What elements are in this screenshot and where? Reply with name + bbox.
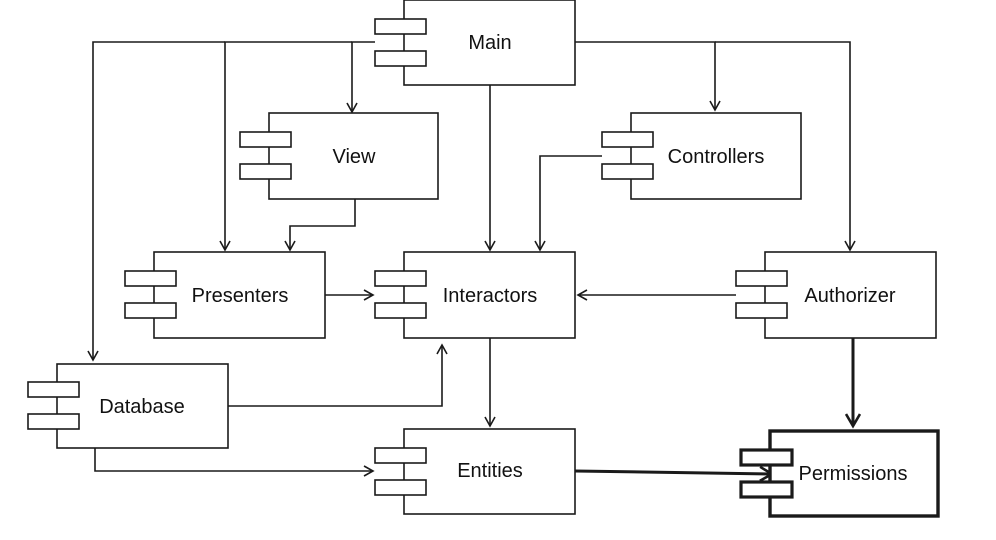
component-controllers: Controllers (601, 112, 802, 200)
edge-database-interactors (228, 343, 448, 407)
component-tab-icon (374, 447, 427, 464)
edge-entities-permissions (574, 471, 772, 474)
component-interactors: Interactors (374, 251, 576, 339)
component-tab-icon (735, 270, 788, 287)
component-tab-icon (239, 131, 292, 148)
component-label-view: View (333, 146, 377, 168)
component-view: View (239, 112, 439, 200)
component-tab-icon (374, 270, 427, 287)
edge-main-database (87, 41, 225, 362)
component-tab-icon (27, 381, 80, 398)
component-label-main: Main (468, 32, 511, 54)
edge-controllers-interactors (534, 155, 602, 252)
component-tab-icon (124, 270, 177, 287)
edge-main-controllers (575, 41, 721, 112)
component-label-presenters: Presenters (192, 285, 289, 307)
component-label-database: Database (99, 396, 185, 418)
component-tab-icon (374, 50, 427, 67)
component-entities: Entities (374, 428, 576, 515)
component-presenters: Presenters (124, 251, 326, 339)
dependency-edges (87, 41, 856, 477)
component-main: Main (374, 0, 576, 86)
component-label-permissions: Permissions (799, 463, 908, 485)
component-tab-icon (601, 163, 654, 180)
component-permissions: Permissions (739, 429, 940, 518)
component-authorizer: Authorizer (735, 251, 937, 339)
component-tab-icon (27, 413, 80, 430)
component-tab-icon (374, 302, 427, 319)
edge-database-entities (94, 448, 375, 477)
component-label-controllers: Controllers (668, 146, 765, 168)
component-tab-icon (601, 131, 654, 148)
component-tab-icon (374, 479, 427, 496)
edge-main-authorizer (715, 41, 856, 252)
component-tab-icon (735, 302, 788, 319)
component-tab-icon (739, 480, 794, 499)
component-tab-icon (124, 302, 177, 319)
edge-main-view (346, 41, 375, 114)
component-label-authorizer: Authorizer (804, 285, 895, 307)
component-database: Database (27, 363, 229, 449)
component-tab-icon (374, 18, 427, 35)
edge-view-presenters (284, 198, 356, 252)
component-tab-icon (239, 163, 292, 180)
component-label-interactors: Interactors (443, 285, 537, 307)
component-label-entities: Entities (457, 460, 523, 482)
component-tab-icon (739, 448, 794, 467)
